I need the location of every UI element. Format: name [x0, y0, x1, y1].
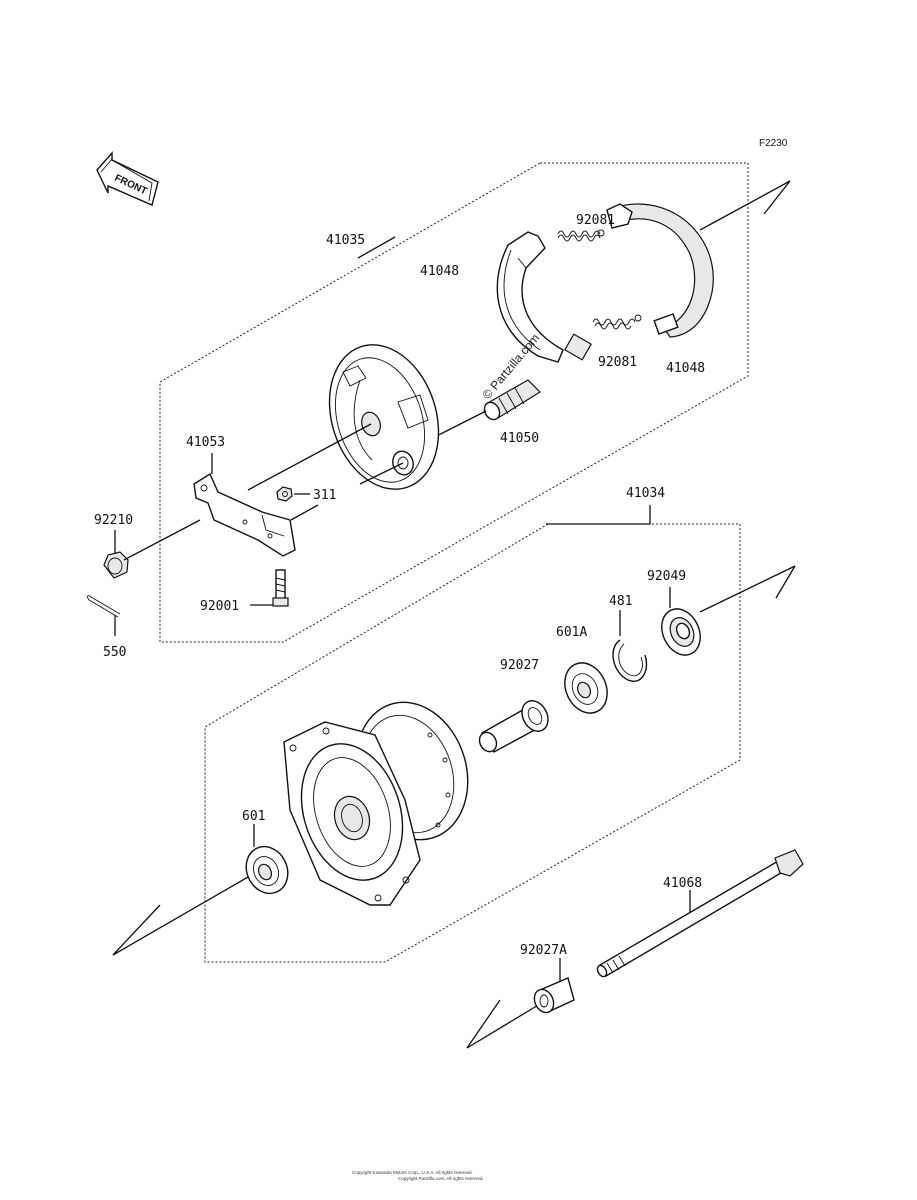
label-41048-right: 41048 — [666, 361, 705, 376]
label-41068: 41068 — [663, 876, 702, 891]
copyright-line-2: Copyright Partzilla.com. All rights rese… — [398, 1176, 484, 1181]
brake-cam-shaft[interactable] — [481, 379, 541, 422]
axis-spacer — [466, 1003, 541, 1049]
wheel-hub[interactable] — [283, 688, 485, 906]
copyright-line-1: Copyright Kawasaki Motors Corp., U.S.A. … — [352, 1170, 473, 1175]
leader-41035 — [357, 236, 396, 259]
axis-hub-left — [112, 876, 249, 956]
bearing-601A[interactable] — [557, 656, 615, 720]
cotter-pin-550[interactable] — [87, 595, 121, 618]
brake-cam-lever[interactable] — [193, 472, 296, 557]
spacer-92027A[interactable] — [531, 977, 575, 1016]
label-41053: 41053 — [186, 435, 225, 450]
label-92210: 92210 — [94, 513, 133, 528]
front-arrow-icon: FRONT — [96, 151, 159, 206]
label-41050: 41050 — [500, 431, 539, 446]
bolt-92001[interactable] — [272, 569, 289, 607]
axle-41068[interactable] — [596, 849, 804, 978]
label-311: 311 — [313, 488, 336, 503]
brake-panel[interactable] — [312, 331, 457, 504]
brake-shoe-left[interactable] — [496, 231, 592, 363]
hub-assembly-outline — [204, 523, 741, 963]
castle-nut-92210[interactable] — [103, 551, 129, 579]
brake-assembly-outline — [159, 162, 749, 643]
spring-bottom[interactable] — [592, 314, 642, 330]
label-550: 550 — [103, 645, 126, 660]
brake-shoe-right[interactable] — [606, 203, 714, 338]
label-41035: 41035 — [326, 233, 365, 248]
circlip-481[interactable] — [612, 639, 648, 682]
label-601A: 601A — [556, 625, 587, 640]
label-601: 601 — [242, 809, 265, 824]
spring-top[interactable] — [557, 229, 605, 242]
spacer-tube-92027[interactable] — [476, 696, 553, 754]
figure-code: F2230 — [759, 138, 788, 149]
label-92027: 92027 — [500, 658, 539, 673]
axis-hub-right — [699, 565, 796, 613]
label-481: 481 — [609, 594, 632, 609]
label-92081-top: 92081 — [576, 213, 615, 228]
label-41048-left: 41048 — [420, 264, 459, 279]
oil-seal-92049[interactable] — [655, 603, 708, 662]
label-92081-bottom: 92081 — [598, 355, 637, 370]
label-92049: 92049 — [647, 569, 686, 584]
axis-top — [699, 180, 791, 231]
label-92001: 92001 — [200, 599, 239, 614]
leader-41034 — [546, 505, 651, 525]
bearing-601[interactable] — [239, 840, 296, 900]
label-41034: 41034 — [626, 486, 665, 501]
label-92027A: 92027A — [520, 943, 567, 958]
nut-311[interactable] — [276, 486, 293, 502]
